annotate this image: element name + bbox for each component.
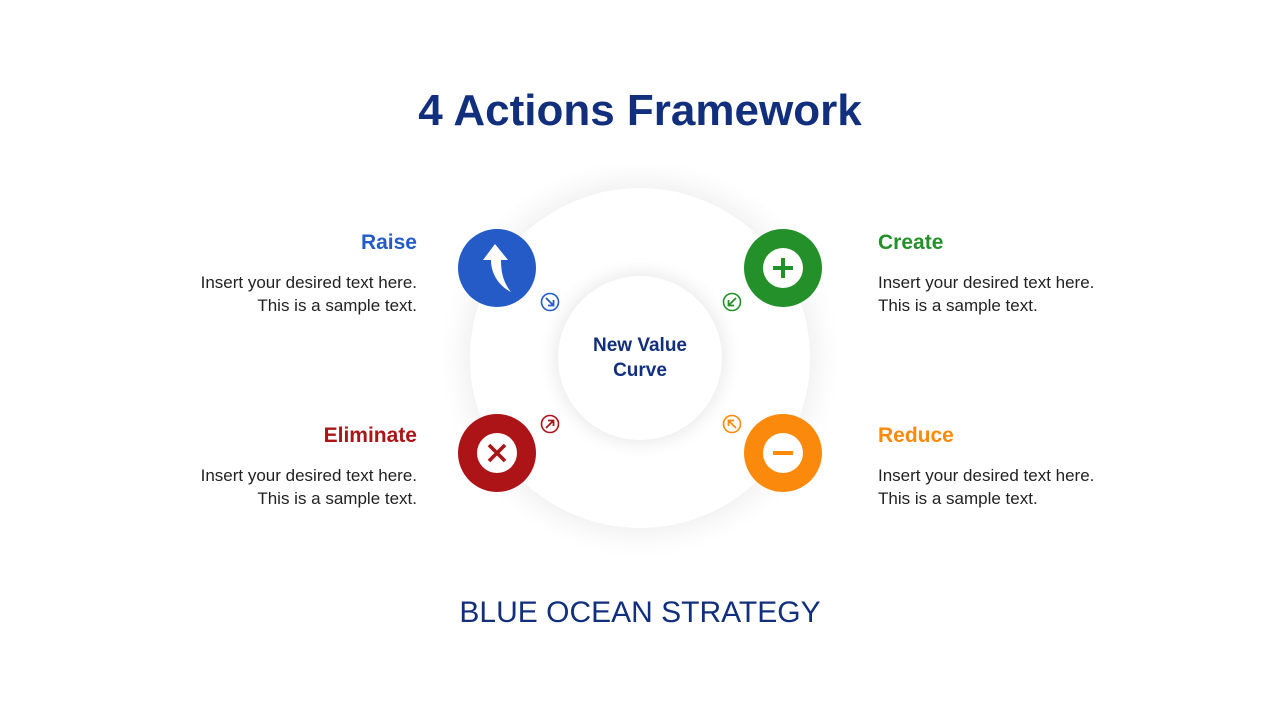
curved-arrow-up-icon	[483, 244, 511, 292]
arrow-down-left-icon	[722, 292, 742, 312]
raise-label: Raise	[360, 231, 417, 254]
center-circle: New Value Curve	[558, 276, 722, 440]
minus-icon	[773, 451, 793, 455]
x-icon	[487, 443, 507, 463]
reduce-label: Reduce	[878, 424, 954, 447]
create-node	[744, 229, 822, 307]
raise-description: Insert your desired text here. This is a…	[200, 273, 417, 315]
eliminate-description: Insert your desired text here. This is a…	[200, 466, 417, 508]
arrow-down-right-icon	[540, 292, 560, 312]
center-label: New Value Curve	[593, 335, 687, 381]
slide-title: 4 Actions Framework	[418, 86, 862, 135]
arrow-up-left-icon	[722, 414, 742, 434]
reduce-description: Insert your desired text here. This is a…	[878, 466, 1095, 508]
arrow-up-right-icon	[540, 414, 560, 434]
create-description: Insert your desired text here. This is a…	[878, 273, 1095, 315]
reduce-node	[744, 414, 822, 492]
create-label: Create	[878, 231, 944, 254]
eliminate-node	[458, 414, 536, 492]
slide-subtitle: BLUE OCEAN STRATEGY	[459, 596, 821, 629]
raise-node	[458, 229, 536, 307]
plus-icon	[773, 258, 793, 278]
eliminate-label: Eliminate	[323, 424, 417, 447]
